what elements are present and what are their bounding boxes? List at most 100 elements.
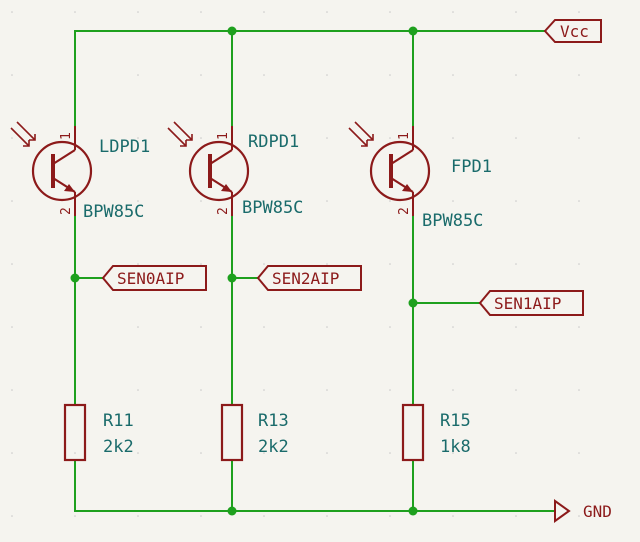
grid-dot xyxy=(137,263,139,265)
label-text: Vcc xyxy=(560,22,589,41)
grid-dot xyxy=(389,263,391,265)
grid-dot xyxy=(452,452,454,454)
resistor-value: 2k2 xyxy=(258,437,289,457)
grid-dot xyxy=(389,137,391,139)
grid-dot xyxy=(200,452,202,454)
grid-dot xyxy=(326,326,328,328)
grid-dot xyxy=(11,389,13,391)
grid-dot xyxy=(263,515,265,517)
resistor-reference: R13 xyxy=(258,411,289,431)
pin-number-bottom: 2 xyxy=(216,207,231,215)
grid-dot xyxy=(200,389,202,391)
grid-dot xyxy=(389,326,391,328)
phototransistor-fpd1[interactable]: 1 2 FPD1 BPW85C xyxy=(348,121,492,231)
transistor-reference: FPD1 xyxy=(451,157,492,177)
collector-lead xyxy=(52,149,76,165)
grid-dot xyxy=(578,389,580,391)
grid-dot xyxy=(389,200,391,202)
grid-dot xyxy=(389,515,391,517)
phototransistor-rdpd1[interactable]: 1 2 RDPD1 BPW85C xyxy=(167,121,303,218)
grid-dot xyxy=(137,515,139,517)
grid-dot xyxy=(11,200,13,202)
label-outline xyxy=(256,265,362,291)
grid-dot xyxy=(452,389,454,391)
resistor-reference: R15 xyxy=(440,411,471,431)
net-label-sen0aip[interactable]: SEN0AIP xyxy=(101,265,207,291)
label-text: SEN0AIP xyxy=(117,269,184,288)
junction-sen1 xyxy=(408,298,418,308)
grid-dot xyxy=(74,11,76,13)
grid-dot xyxy=(515,389,517,391)
grid-dot xyxy=(389,452,391,454)
transistor-value: BPW85C xyxy=(242,198,303,218)
ground-flag-icon xyxy=(554,499,571,523)
resistor-r15[interactable]: R15 1k8 xyxy=(401,403,471,462)
grid-dot xyxy=(452,200,454,202)
grid-dot xyxy=(389,389,391,391)
pin-number-top: 1 xyxy=(397,132,412,140)
power-label-gnd[interactable]: GND xyxy=(554,499,612,523)
light-arrows-icon xyxy=(10,121,36,147)
grid-dot xyxy=(137,137,139,139)
grid-dot xyxy=(452,11,454,13)
resistor-body xyxy=(63,403,87,462)
grid-dot xyxy=(11,263,13,265)
grid-dot xyxy=(137,11,139,13)
grid-dot xyxy=(200,200,202,202)
net-label-sen1aip[interactable]: SEN1AIP xyxy=(478,290,584,316)
resistor-r11[interactable]: R11 2k2 xyxy=(63,403,134,462)
grid-dot xyxy=(452,326,454,328)
resistor-body xyxy=(401,403,425,462)
grid-dot xyxy=(200,11,202,13)
grid-dot xyxy=(137,389,139,391)
resistor-value: 2k2 xyxy=(103,437,134,457)
pin-number-bottom: 2 xyxy=(59,207,74,215)
grid-dot xyxy=(578,515,580,517)
grid-dot xyxy=(263,74,265,76)
collector-lead xyxy=(390,149,414,165)
label-outline xyxy=(543,19,602,43)
grid-dot xyxy=(137,74,139,76)
grid-dot xyxy=(326,11,328,13)
emitter-arrow-icon xyxy=(221,184,232,192)
grid-dot xyxy=(578,200,580,202)
grid-dot xyxy=(515,74,517,76)
grid-dot xyxy=(578,452,580,454)
junction-vcc-col2 xyxy=(227,26,237,36)
grid-dot xyxy=(137,326,139,328)
light-arrows-icon xyxy=(348,121,374,147)
resistor-r13[interactable]: R13 2k2 xyxy=(220,403,289,462)
grid-dot xyxy=(11,326,13,328)
grid-dot xyxy=(515,326,517,328)
transistor-body xyxy=(31,140,93,202)
junction-vcc-col3 xyxy=(408,26,418,36)
grid-dot xyxy=(11,515,13,517)
grid-dot xyxy=(452,515,454,517)
label-outline xyxy=(101,265,207,291)
grid-dot xyxy=(263,11,265,13)
emitter-arrow-icon xyxy=(64,184,75,192)
grid-dot xyxy=(263,137,265,139)
transistor-body xyxy=(188,140,250,202)
transistor-reference: RDPD1 xyxy=(248,132,299,152)
resistor-body xyxy=(220,403,244,462)
net-label-sen2aip[interactable]: SEN2AIP xyxy=(256,265,362,291)
label-text: SEN1AIP xyxy=(494,294,561,313)
phototransistor-ldpd1[interactable]: 1 2 LDPD1 BPW85C xyxy=(10,121,150,222)
collector-lead xyxy=(209,149,233,165)
pin-number-bottom: 2 xyxy=(397,207,412,215)
light-arrows-icon xyxy=(167,121,193,147)
label-outline xyxy=(478,290,584,316)
grid-dot xyxy=(326,263,328,265)
grid-dot xyxy=(515,137,517,139)
grid-dot xyxy=(578,263,580,265)
resistor-reference: R11 xyxy=(103,411,134,431)
grid-dot xyxy=(137,200,139,202)
grid-dot xyxy=(578,326,580,328)
transistor-value: BPW85C xyxy=(83,202,144,222)
junction-sen0 xyxy=(70,273,80,283)
power-label-vcc[interactable]: Vcc xyxy=(543,19,602,43)
grid-dot xyxy=(452,137,454,139)
grid-dot xyxy=(578,11,580,13)
